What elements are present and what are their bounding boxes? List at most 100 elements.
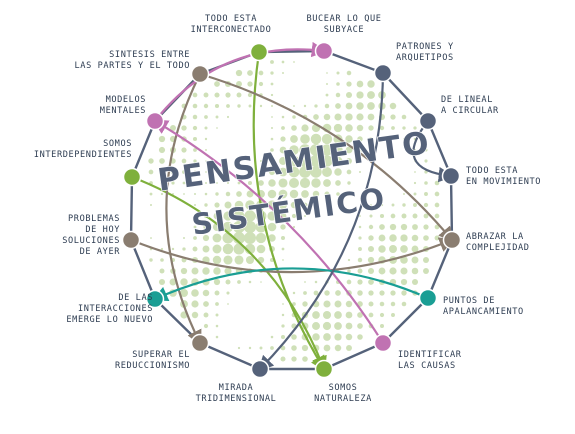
background-dot (368, 279, 374, 285)
node-superar-el-reduccionismo (190, 333, 210, 353)
background-dot (268, 168, 276, 176)
background-dot (281, 324, 285, 328)
connection-identificar-las-causas-to-modelos-mentales (152, 119, 385, 345)
background-dot (212, 255, 222, 265)
background-dot (400, 245, 408, 253)
background-dot (234, 200, 244, 210)
background-dot (180, 278, 188, 286)
connection-problemas-de-hoy-soluciones-de-ayer-to-abrazar-la-complejidad (129, 237, 455, 274)
background-dot (213, 267, 221, 275)
background-dot (267, 189, 277, 199)
background-dot (271, 105, 273, 107)
dotted-background (148, 60, 440, 362)
background-dot (182, 170, 186, 174)
background-dot (191, 300, 199, 308)
background-dot (323, 113, 331, 121)
background-dot (423, 213, 429, 219)
background-dot (357, 257, 363, 263)
background-dot (357, 136, 363, 142)
node-somos-naturaleza (314, 359, 334, 379)
background-dot (424, 159, 428, 163)
background-dot (358, 225, 362, 229)
background-dot (379, 312, 385, 318)
background-dot (224, 201, 232, 209)
background-dot (357, 312, 363, 318)
background-dot (333, 145, 343, 155)
background-dot (192, 114, 198, 120)
background-dot (402, 126, 406, 130)
label-somos-interdependientes: SOMOS INTERDEPENDIENTES (33, 139, 132, 160)
background-dot (301, 124, 309, 132)
background-dot (290, 135, 298, 143)
background-dot (255, 232, 267, 244)
background-dot (358, 236, 362, 240)
background-dot (389, 102, 397, 110)
background-dot (159, 158, 165, 164)
background-dot (389, 245, 397, 253)
background-dot (181, 158, 187, 164)
background-dot (310, 133, 322, 145)
background-dot (334, 113, 342, 121)
background-dot (379, 125, 385, 131)
background-dot (268, 234, 276, 242)
label-de-lineal-a-circular: DE LINEAL A CIRCULAR (441, 95, 499, 116)
node-todo-esta-en-movimiento (441, 166, 461, 186)
background-dot (347, 192, 351, 196)
background-dot (301, 190, 309, 198)
background-dot (268, 179, 276, 187)
background-dot (401, 213, 407, 219)
background-dot (367, 91, 375, 99)
background-dot (369, 214, 373, 218)
background-dot (148, 158, 154, 164)
background-dot (334, 311, 342, 319)
label-somos-naturaleza: SOMOS NATURALEZA (314, 383, 372, 404)
background-dot (213, 212, 221, 220)
background-dot (401, 290, 407, 296)
background-dot (368, 125, 374, 131)
background-dot (280, 136, 286, 142)
background-dot (413, 203, 417, 207)
background-dot (402, 203, 406, 207)
background-dot (389, 234, 397, 242)
background-dot (181, 125, 187, 131)
background-dot (323, 333, 331, 341)
background-dot (203, 312, 209, 318)
background-dot (346, 70, 352, 76)
connections (129, 41, 455, 372)
background-dot (204, 137, 208, 141)
background-dot (278, 189, 288, 199)
background-dot (282, 303, 284, 305)
background-dot (380, 137, 384, 141)
background-dot (279, 201, 287, 209)
background-dot (236, 81, 242, 87)
background-dot (236, 191, 242, 197)
background-dot (367, 245, 375, 253)
background-dot (335, 103, 341, 109)
background-dot (379, 290, 385, 296)
background-dot (193, 192, 197, 196)
background-dot (334, 300, 342, 308)
background-dot (302, 301, 308, 307)
label-todo-esta-en-movimiento: TODO ESTA EN MOVIMIENTO (466, 166, 542, 187)
label-superar-el-reduccionismo: SUPERAR EL REDUCCIONISMO (114, 350, 190, 371)
background-dot (244, 232, 256, 244)
background-dot (193, 148, 197, 152)
background-dot (247, 81, 253, 87)
background-dot (237, 104, 241, 108)
background-dot (336, 192, 340, 196)
background-dot (333, 123, 343, 133)
label-modelos-mentales: MODELOS MENTALES (99, 95, 146, 116)
background-dot (180, 267, 188, 275)
background-dot (192, 92, 198, 98)
background-dot (358, 247, 362, 251)
background-dot (324, 191, 330, 197)
background-dot (347, 269, 351, 273)
background-dot (346, 279, 352, 285)
background-dot (193, 214, 197, 218)
background-dot (335, 180, 341, 186)
background-dot (259, 346, 263, 350)
connection-modelos-mentales-to-bucear-lo-que-subyace (153, 41, 328, 123)
background-dot (267, 211, 277, 221)
background-dot (400, 267, 408, 275)
connection-patrones-y-arquetipos-to-mirada-tridimensional (257, 71, 385, 372)
